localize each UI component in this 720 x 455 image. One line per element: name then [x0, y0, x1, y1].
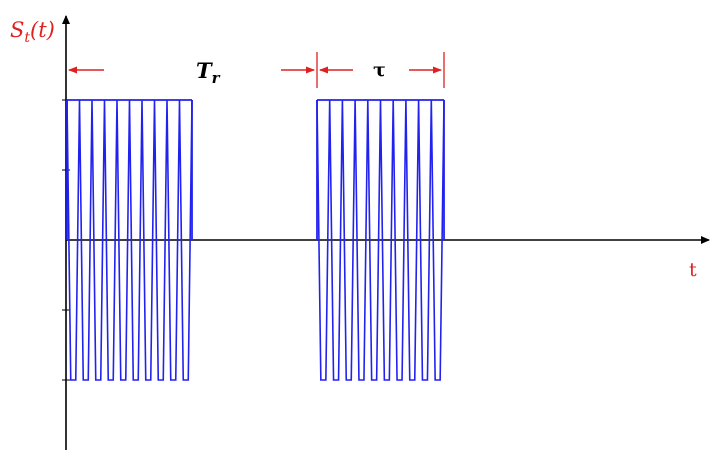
period-label: Tr: [196, 58, 221, 87]
pulse-width-label: τ: [373, 59, 386, 81]
y-axis-label-arg: (t): [30, 18, 55, 42]
signal-burst-1: [66, 99, 193, 381]
signal-burst-2: [316, 99, 445, 381]
y-axis-label: St(t): [10, 18, 55, 46]
burst-waveform: [66, 99, 193, 381]
burst-waveform: [316, 99, 445, 381]
period-label-main: T: [196, 58, 213, 83]
x-axis-label: t: [689, 259, 697, 281]
y-axis-label-sub: t: [24, 30, 30, 46]
y-axis-label-main: S: [10, 18, 24, 42]
period-label-sub: r: [212, 69, 221, 87]
